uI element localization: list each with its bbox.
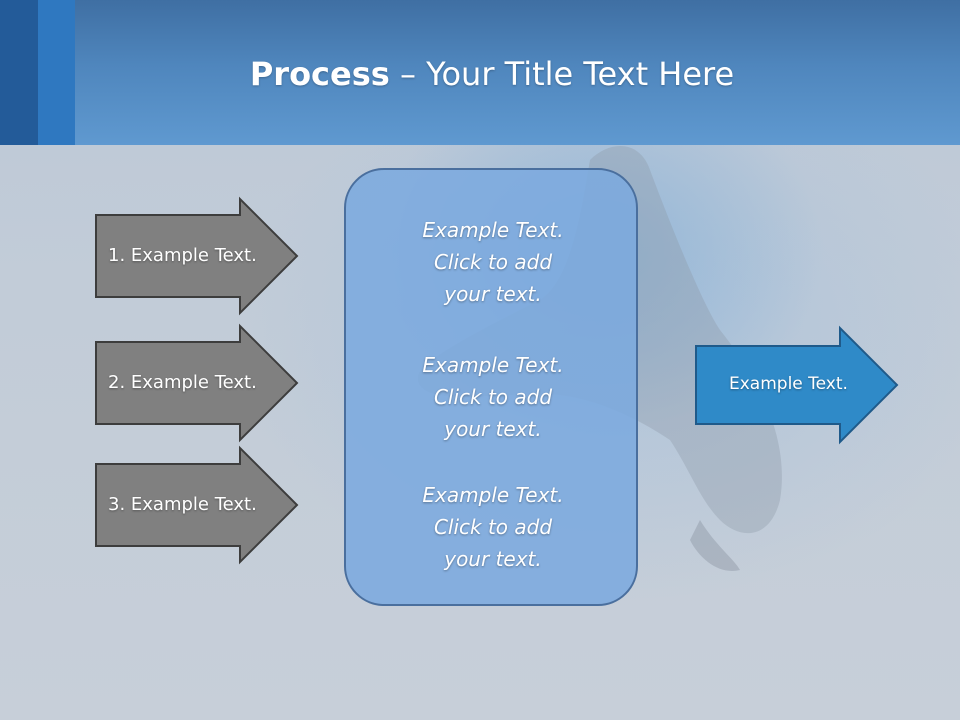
text-line: Example Text.: [422, 353, 564, 377]
input-arrow-2-label: 2. Example Text.: [108, 372, 257, 393]
title-bold: Process: [249, 55, 390, 93]
output-arrow-label: Example Text.: [729, 374, 848, 394]
input-arrow-1-label: 1. Example Text.: [108, 245, 257, 266]
header-accent-strip: [38, 0, 75, 145]
text-line: your text.: [444, 282, 542, 306]
input-arrow-3[interactable]: [95, 445, 299, 565]
center-process-box[interactable]: Example Text. Click to add your text. Ex…: [344, 168, 638, 606]
input-arrow-2[interactable]: [95, 323, 299, 443]
input-arrow-1[interactable]: [95, 196, 299, 316]
center-text-block-1[interactable]: Example Text. Click to add your text.: [346, 214, 640, 310]
title-rest: – Your Title Text Here: [389, 55, 735, 93]
center-text-block-3[interactable]: Example Text. Click to add your text.: [346, 479, 640, 575]
slide-title[interactable]: Process – Your Title Text Here: [0, 52, 960, 96]
header-accent-strip: [0, 0, 38, 145]
text-line: Example Text.: [422, 218, 564, 242]
input-arrow-3-label: 3. Example Text.: [108, 494, 257, 515]
text-line: Click to add: [433, 385, 553, 409]
text-line: Example Text.: [422, 483, 564, 507]
text-line: Click to add: [433, 515, 553, 539]
output-arrow[interactable]: [695, 325, 899, 445]
text-line: Click to add: [433, 250, 553, 274]
header-band: Process – Your Title Text Here: [0, 0, 960, 145]
text-line: your text.: [444, 417, 542, 441]
text-line: your text.: [444, 547, 542, 571]
center-text-block-2[interactable]: Example Text. Click to add your text.: [346, 349, 640, 445]
